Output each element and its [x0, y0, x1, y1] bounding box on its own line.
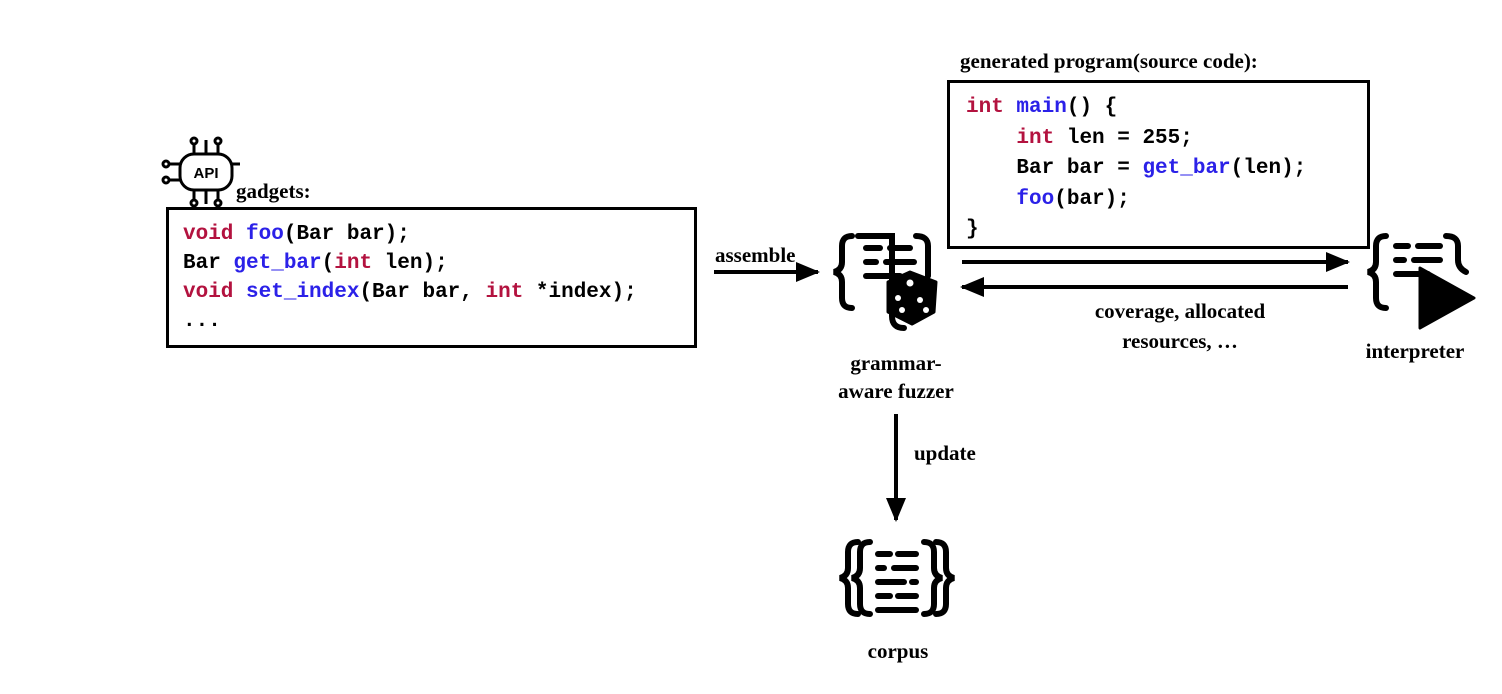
code-token: *index); [523, 281, 637, 304]
fuzzer-label-line1: grammar- [850, 351, 942, 375]
function-token: get_bar [1142, 157, 1231, 180]
code-token: (Bar bar, [359, 281, 486, 304]
program-title: generated program(source code): [960, 49, 1258, 73]
keyword-token: int [485, 281, 524, 304]
fuzzer-label-line2: aware fuzzer [838, 379, 954, 403]
update-label: update [914, 441, 976, 465]
function-token: foo [1016, 187, 1055, 211]
program-code-line: int main() { [966, 93, 1367, 124]
keyword-token: void [183, 223, 234, 246]
code-play-icon [1367, 233, 1476, 330]
function-token: foo [246, 223, 284, 246]
code-token: (len); [1230, 157, 1307, 180]
function-token: get_bar [233, 252, 322, 275]
code-token [966, 188, 1016, 211]
code-token: Bar [183, 252, 234, 275]
code-token [1004, 96, 1017, 119]
svg-text:API: API [193, 165, 218, 182]
code-token [966, 127, 1016, 150]
assemble-label: assemble [715, 243, 796, 267]
program-code-line: int len = 255; [966, 124, 1367, 155]
code-token: } [966, 218, 979, 241]
code-token: (bar); [1054, 187, 1130, 211]
gadgets-code-line: Bar get_bar(int len); [183, 249, 694, 278]
code-token: ... [183, 310, 221, 333]
program-code-box: int main() { int len = 255; Bar bar = ge… [947, 80, 1370, 249]
code-token: (Bar bar); [283, 223, 410, 246]
function-token: main [1016, 96, 1067, 119]
program-code: int main() { int len = 255; Bar bar = ge… [966, 93, 1367, 246]
gadgets-code-line: ... [183, 307, 694, 336]
feedback-label-line2: resources, … [1122, 329, 1238, 353]
code-token: () { [1066, 96, 1118, 119]
function-token: set_index [246, 281, 360, 304]
gadgets-code-line: void set_index(Bar bar, int *index); [183, 278, 694, 307]
gadgets-code-box: void foo(Bar bar);Bar get_bar(int len);v… [166, 207, 697, 348]
code-token [233, 281, 246, 304]
keyword-token: int [334, 252, 373, 275]
gadgets-code: void foo(Bar bar);Bar get_bar(int len);v… [183, 220, 694, 336]
code-token: len = 255; [1054, 126, 1193, 150]
keyword-token: void [183, 281, 234, 304]
program-code-line: foo(bar); [966, 185, 1367, 216]
code-token [233, 223, 246, 246]
program-code-line: Bar bar = get_bar(len); [966, 154, 1367, 185]
gadgets-code-line: void foo(Bar bar); [183, 220, 694, 249]
code-token: len); [372, 252, 448, 275]
gadgets-title: gadgets: [236, 179, 311, 203]
corpus-label: corpus [867, 639, 929, 663]
code-token: Bar bar = [966, 157, 1143, 180]
code-dice-icon [833, 233, 938, 331]
keyword-token: int [966, 96, 1004, 119]
code-braces-icon [839, 539, 955, 617]
feedback-label-line1: coverage, allocated [1094, 299, 1266, 323]
program-code-line: } [966, 215, 1367, 246]
api-chip-icon: API [161, 136, 240, 208]
interpreter-label: interpreter [1365, 339, 1465, 363]
code-token: ( [321, 252, 335, 275]
keyword-token: int [1016, 126, 1055, 150]
